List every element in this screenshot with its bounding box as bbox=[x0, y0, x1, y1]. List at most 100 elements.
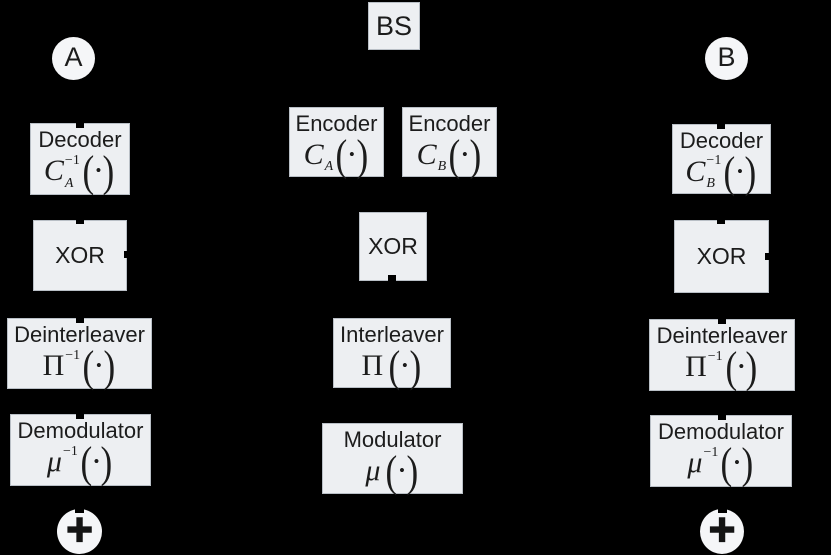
arrowhead-notch bbox=[718, 415, 726, 420]
demodulator-a-box: Demodulator μ−1(•) bbox=[10, 414, 151, 486]
superscript: −1 bbox=[703, 444, 719, 460]
dot-argument: • bbox=[461, 144, 468, 164]
subscript bbox=[384, 371, 386, 385]
scripts: −1 bbox=[65, 347, 81, 386]
superscript: −1 bbox=[64, 152, 80, 168]
right-paren: ) bbox=[744, 147, 757, 197]
subscript bbox=[381, 477, 383, 491]
superscript bbox=[438, 137, 447, 151]
demodulator-b-math: μ−1(•) bbox=[687, 439, 754, 489]
encoder-a-title: Encoder bbox=[295, 111, 378, 136]
dot-argument: • bbox=[95, 356, 102, 376]
dot-argument: • bbox=[399, 461, 405, 481]
arrowhead-notch bbox=[76, 414, 84, 419]
arrowhead-notch bbox=[388, 275, 396, 281]
subscript: A bbox=[324, 159, 334, 175]
superscript bbox=[384, 348, 386, 362]
right-paren: ) bbox=[745, 343, 758, 393]
superscript: −1 bbox=[65, 347, 81, 363]
interleaver-title: Interleaver bbox=[340, 322, 444, 347]
scripts bbox=[381, 454, 383, 491]
xor-a-label: XOR bbox=[55, 241, 105, 268]
arrowhead-notch bbox=[718, 319, 726, 324]
terminal-a-node: A bbox=[52, 37, 95, 80]
right-paren: ) bbox=[100, 438, 113, 488]
interleaver-box: Interleaver Π(•) bbox=[333, 318, 451, 388]
mu-symbol: μ bbox=[365, 454, 381, 488]
subscript bbox=[708, 373, 723, 387]
adder-a-node: + bbox=[57, 505, 102, 554]
arrowhead-notch bbox=[718, 509, 727, 513]
arrowhead-notch bbox=[717, 220, 725, 224]
mu-symbol: μ bbox=[687, 446, 703, 480]
subscript bbox=[65, 372, 80, 386]
xor-b-label: XOR bbox=[696, 242, 747, 269]
arrowhead-notch bbox=[124, 251, 128, 258]
deinterleaver-a-math: Π−1(•) bbox=[42, 342, 117, 392]
subscript: A bbox=[64, 175, 74, 191]
script-c-symbol: C bbox=[685, 154, 706, 188]
modulator-math: μ(•) bbox=[365, 447, 419, 497]
deinterleaver-a-title: Deinterleaver bbox=[14, 322, 145, 347]
dot-argument: • bbox=[734, 453, 740, 473]
xor-a-box: XOR bbox=[33, 220, 127, 291]
pi-symbol: Π bbox=[361, 348, 384, 382]
decoder-a-title: Decoder bbox=[38, 127, 122, 152]
bs-label: BS bbox=[375, 10, 413, 41]
dot-argument: • bbox=[401, 355, 408, 375]
left-paren: ( bbox=[385, 447, 398, 497]
scripts: B bbox=[438, 137, 447, 174]
xor-bs-box: XOR bbox=[359, 212, 427, 281]
scripts: −1 bbox=[62, 443, 78, 482]
superscript: −1 bbox=[62, 443, 78, 459]
right-paren: ) bbox=[103, 342, 115, 392]
arrowhead-notch bbox=[76, 123, 84, 128]
script-c-symbol: C bbox=[303, 137, 324, 171]
xor-b-box: XOR bbox=[674, 220, 769, 293]
decoder-b-title: Decoder bbox=[679, 128, 764, 153]
scripts: −1 bbox=[703, 444, 719, 483]
bs-node: BS bbox=[368, 2, 420, 50]
dot-argument: • bbox=[738, 357, 745, 377]
left-paren: ( bbox=[725, 343, 737, 393]
subscript bbox=[703, 469, 718, 483]
dot-argument: • bbox=[95, 161, 102, 181]
subscript: B bbox=[437, 159, 447, 175]
arrowhead-notch bbox=[765, 253, 769, 260]
pi-symbol: Π bbox=[42, 349, 65, 383]
left-paren: ( bbox=[388, 341, 401, 391]
superscript: −1 bbox=[707, 348, 723, 364]
adder-b-node: + bbox=[700, 505, 744, 554]
scripts: A bbox=[325, 137, 334, 174]
dot-argument: • bbox=[93, 452, 100, 472]
left-paren: ( bbox=[723, 147, 736, 197]
left-paren: ( bbox=[82, 342, 95, 392]
arrowhead-notch bbox=[76, 220, 84, 224]
demodulator-b-title: Demodulator bbox=[658, 419, 784, 444]
deinterleaver-b-title: Deinterleaver bbox=[656, 323, 788, 348]
mu-symbol: μ bbox=[46, 445, 62, 479]
modulator-box: Modulator μ(•) bbox=[322, 423, 463, 494]
superscript bbox=[381, 454, 383, 468]
left-paren: ( bbox=[448, 130, 461, 180]
terminal-b-node: B bbox=[705, 37, 748, 80]
arrowhead-notch bbox=[76, 318, 84, 323]
scripts: −1 bbox=[707, 348, 723, 387]
right-paren: ) bbox=[469, 130, 481, 180]
pi-symbol: Π bbox=[685, 350, 707, 384]
superscript bbox=[325, 137, 334, 151]
left-paren: ( bbox=[80, 438, 93, 488]
deinterleaver-a-box: Deinterleaver Π−1(•) bbox=[7, 318, 152, 389]
terminal-a-label: A bbox=[64, 42, 83, 72]
right-paren: ) bbox=[741, 439, 754, 489]
superscript: −1 bbox=[706, 153, 722, 169]
